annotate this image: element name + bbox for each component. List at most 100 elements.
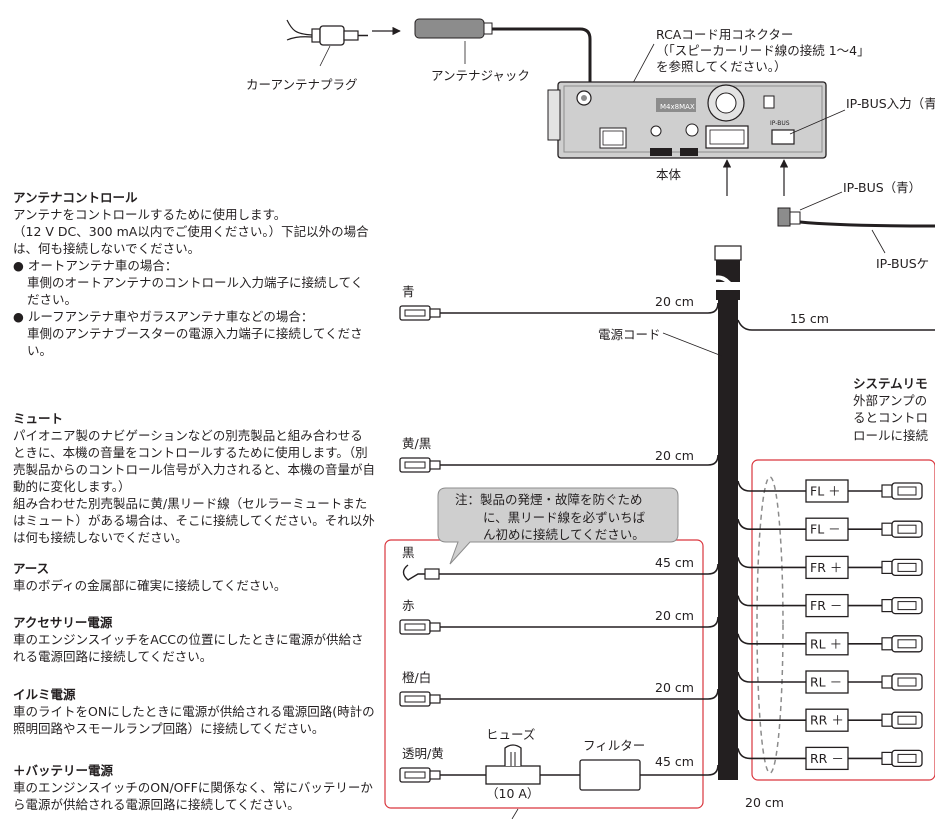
antenna-jack-label: アンテナジャック: [431, 68, 530, 83]
blue-wire: [399, 302, 719, 321]
head-unit-label: 本体: [656, 167, 682, 182]
speaker-label: FR －: [810, 598, 842, 613]
speaker-bundle-ellipse: [756, 476, 784, 774]
red-wire-length: 20 cm: [655, 608, 694, 623]
speaker-label: RL ＋: [810, 636, 842, 651]
rca-connector-note-1: （「スピーカーリード線の接続 1～4」: [656, 43, 870, 58]
black-wire-length: 45 cm: [655, 555, 694, 570]
speaker-label: FL ＋: [810, 484, 841, 499]
antenna-control-bullet-1: ● オートアンテナ車の場合：: [13, 258, 178, 273]
fuse-holder-icon: [485, 744, 541, 785]
earth-section: アース 車のボディの金属部に確実に接続してください。: [13, 560, 375, 594]
earth-text: 車のボディの金属部に確実に接続してください。: [13, 578, 287, 593]
illumination-title: イルミ電源: [13, 687, 76, 702]
speaker-wire-row: FR ＋: [737, 555, 923, 580]
speaker-connector-icon: [881, 596, 923, 615]
antenna-control-text-1: アンテナをコントロールするために使用します。: [13, 207, 287, 222]
head-unit-ipbus-text: IP-BUS: [770, 120, 790, 127]
illumination-text: 車のライトをONにしたときに電源が供給される電源回路(時計の照明回路やスモールラ…: [13, 704, 375, 736]
orange-white-wire-color: 橙/白: [402, 670, 431, 685]
earth-title: アース: [13, 561, 50, 576]
speaker-wire-row: RR －: [737, 746, 923, 771]
speaker-connector-icon: [881, 482, 923, 500]
speaker-wire-row: FL ＋: [737, 479, 923, 503]
fuse-label: ヒューズ: [486, 727, 535, 742]
accessory-text: 車のエンジンスイッチをACCの位置にしたときに電源が供給される電源回路に接続して…: [13, 632, 364, 664]
orange-white-wire-length: 20 cm: [655, 680, 694, 695]
battery-title: ＋バッテリー電源: [13, 763, 114, 778]
speaker-label: FR ＋: [810, 560, 842, 575]
mute-section: ミュート パイオニア製のナビゲーションなどの別売製品と組み合わせるときに、本機の…: [13, 410, 375, 546]
blue-wire-color: 青: [402, 284, 415, 299]
black-earth-wire: [402, 563, 719, 581]
system-remote-text-2: るとコントロ: [853, 410, 928, 425]
speaker-wire-row: RL －: [737, 670, 923, 694]
speaker-wire-group-frame: [751, 459, 935, 781]
mute-text-2: 組み合わせた別売製品に黄/黒リード線（セルラーミュートまたはミュート）がある場合…: [13, 496, 375, 545]
yellow-black-wire: [399, 454, 719, 473]
speaker-connector-icon: [881, 673, 923, 691]
rca-connector-note-2: を参照してください。）: [656, 59, 787, 74]
black-wire-color: 黒: [402, 545, 415, 560]
speaker-connector-icon: [881, 520, 923, 538]
power-cord-bundle: [708, 245, 748, 780]
speaker-label: RR －: [810, 751, 844, 766]
speaker-connector-icon: [881, 749, 923, 768]
ipbus-connector-icon: [777, 207, 935, 228]
head-unit-rear-panel: M4x8MAX IP-BUS: [547, 81, 827, 159]
fuse-rating: （10 A）: [486, 786, 539, 801]
clear-yellow-wire: [399, 764, 719, 783]
clear-yellow-wire-length: 45 cm: [655, 754, 694, 769]
mute-text-1: パイオニア製のナビゲーションなどの別売製品と組み合わせるときに、本機の音量をコン…: [13, 428, 376, 494]
orange-white-wire: [399, 688, 719, 707]
note-line-1: 注：製品の発煙・故障を防ぐため: [455, 492, 643, 507]
speaker-connector-icon: [881, 558, 923, 577]
red-wire: [399, 616, 719, 635]
antenna-control-section: アンテナコントロール アンテナをコントロールするために使用します。 （12 V …: [13, 189, 375, 359]
clear-yellow-wire-color: 透明/黄: [402, 746, 444, 761]
car-antenna-plug-label: カーアンテナプラグ: [246, 77, 358, 92]
speaker-wire-row: RR ＋: [737, 708, 923, 732]
antenna-control-title: アンテナコントロール: [13, 190, 138, 205]
ipbus-blue-label: IP-BUS（青）: [843, 180, 921, 195]
power-cord-label: 電源コード: [598, 327, 661, 342]
antenna-control-sub-2: 車側のアンテナブースターの電源入力端子に接続してください。: [27, 326, 363, 358]
antenna-control-text-2: （12 V DC、300 mA以内でご使用ください。）下記以外の場合は、何も接続…: [13, 224, 369, 256]
filter-label: フィルター: [583, 738, 645, 753]
battery-text: 車のエンジンスイッチのON/OFFに関係なく、常にバッテリーから電源が供給される…: [13, 780, 373, 812]
illumination-section: イルミ電源 車のライトをONにしたときに電源が供給される電源回路(時計の照明回路…: [13, 686, 375, 737]
head-unit-badge: M4x8MAX: [660, 103, 695, 111]
system-remote-text-1: 外部アンプの: [853, 393, 927, 408]
antenna-control-bullet-2: ● ルーフアンテナ車やガラスアンテナ車などの場合：: [13, 309, 314, 324]
accessory-title: アクセサリー電源: [13, 615, 113, 630]
speaker-wire-row: FR －: [737, 593, 923, 618]
yellow-black-wire-color: 黄/黒: [402, 436, 431, 451]
speaker-label: RL －: [810, 675, 842, 690]
red-wire-color: 赤: [402, 598, 415, 613]
speaker-label: FL －: [810, 522, 841, 537]
ipbus-input-label: IP-BUS入力（青）: [846, 96, 935, 111]
battery-section: ＋バッテリー電源 車のエンジンスイッチのON/OFFに関係なく、常にバッテリーか…: [13, 762, 375, 813]
speaker-connector-icon: [881, 635, 923, 653]
accessory-section: アクセサリー電源 車のエンジンスイッチをACCの位置にしたときに電源が供給される…: [13, 614, 375, 665]
blue-wire-length: 20 cm: [655, 294, 694, 309]
antenna-control-sub-1: 車側のオートアンテナのコントロール入力端子に接続してください。: [27, 275, 364, 307]
note-line-2: に、黒リード線を必ずいちば: [483, 510, 646, 525]
filter-icon: [579, 759, 641, 791]
antenna-jack-icon: [414, 18, 592, 92]
speaker-wire-row: RL ＋: [737, 632, 923, 656]
system-remote-title: システムリモ: [853, 376, 928, 391]
speaker-connector-icon: [881, 711, 923, 729]
black-wire-note-callout: [437, 487, 679, 565]
mute-title: ミュート: [13, 411, 64, 426]
rca-connector-label: RCAコード用コネクター: [656, 27, 793, 42]
ipbus-cable-label: IP-BUSケ: [876, 256, 929, 271]
note-line-3: ん初めに接続してください。: [483, 527, 645, 542]
system-remote-text-3: ロールに接続: [853, 428, 929, 443]
speaker-wire-row: FL －: [737, 517, 923, 541]
speaker-label: RR ＋: [810, 713, 844, 728]
car-antenna-plug-icon: [286, 19, 368, 46]
remote-wire-length: 15 cm: [790, 311, 829, 326]
yellow-black-wire-length: 20 cm: [655, 448, 694, 463]
